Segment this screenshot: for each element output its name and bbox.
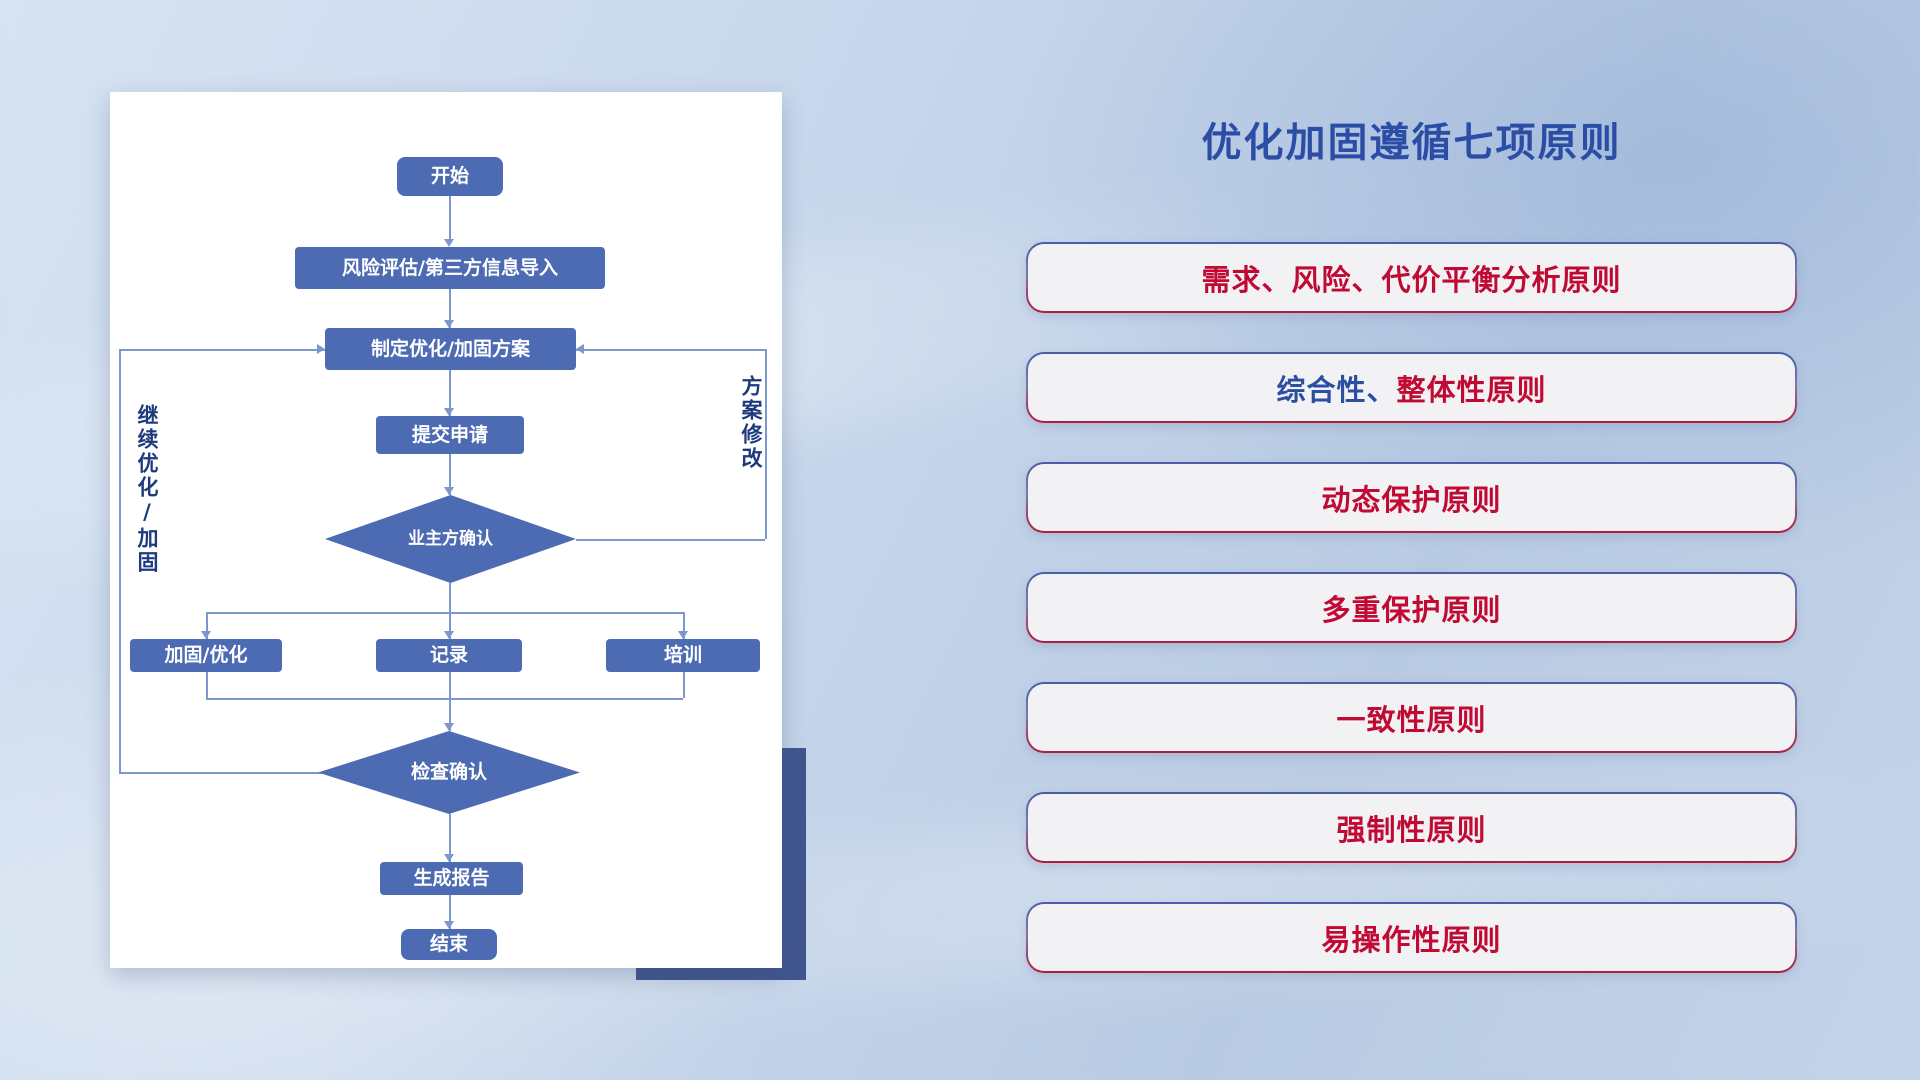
principle-text: 易操作性原则: [1321, 922, 1502, 957]
connector-line: [206, 698, 683, 700]
flow-node-risk-assessment: 风险评估/第三方信息导入: [295, 247, 605, 289]
flowchart-card: 开始 风险评估/第三方信息导入 制定优化/加固方案 提交申请 业主方确认 加固/…: [110, 92, 782, 968]
connector-line: [449, 196, 451, 241]
flow-node-training: 培训: [606, 639, 760, 672]
connector-line: [449, 370, 451, 416]
flow-node-label: 加固/优化: [164, 644, 248, 666]
connector-line: [683, 672, 685, 698]
principle-box: 一致性原则: [1026, 682, 1797, 753]
flow-node-label: 培训: [663, 644, 702, 666]
flow-node-make-plan: 制定优化/加固方案: [325, 328, 576, 370]
principle-text: 强制性原则: [1336, 812, 1487, 847]
flow-node-end: 结束: [401, 929, 497, 960]
principle-box: 需求、风险、代价平衡分析原则: [1026, 242, 1797, 313]
flow-node-label: 检查确认: [410, 761, 487, 783]
flow-node-label: 业主方确认: [408, 528, 493, 549]
principle-text: 整体性原则: [1396, 372, 1547, 407]
connector-line: [449, 583, 451, 612]
principle-text: 需求、风险、代价平衡分析原则: [1201, 262, 1622, 297]
connector-line: [449, 612, 451, 639]
flow-node-owner-confirm: 业主方确认: [325, 495, 576, 583]
principle-box: 综合性、整体性原则: [1026, 352, 1797, 423]
connector-line: [206, 612, 208, 639]
principle-box: 强制性原则: [1026, 792, 1797, 863]
connector-line: [449, 698, 451, 731]
arrow-down-icon: [444, 854, 454, 862]
connector-line: [576, 349, 765, 351]
flow-node-label: 开始: [430, 165, 469, 187]
arrow-down-icon: [444, 408, 454, 416]
arrow-down-icon: [444, 921, 454, 929]
left-loop-label: 继续优化/加固: [135, 404, 159, 575]
connector-line: [206, 612, 683, 614]
connector-line: [449, 672, 451, 698]
connector-line: [119, 349, 121, 772]
connector-line: [206, 672, 208, 698]
arrow-down-icon: [444, 320, 454, 328]
connector-line: [449, 289, 451, 328]
connector-line: [683, 612, 685, 639]
arrow-right-icon: [317, 344, 325, 354]
connector-line: [449, 814, 451, 862]
arrow-down-icon: [444, 723, 454, 731]
connector-line: [119, 772, 322, 774]
principle-text: 多重保护原则: [1321, 592, 1502, 627]
flow-node-generate-report: 生成报告: [380, 862, 523, 895]
flow-node-start: 开始: [397, 157, 503, 196]
right-loop-label: 方案修改: [739, 375, 763, 471]
flow-node-label: 风险评估/第三方信息导入: [342, 256, 558, 279]
flow-node-check-confirm: 检查确认: [318, 731, 580, 814]
connector-line: [119, 349, 325, 351]
principle-box: 多重保护原则: [1026, 572, 1797, 643]
flow-node-reinforce-optimize: 加固/优化: [130, 639, 282, 672]
arrow-left-icon: [576, 344, 584, 354]
arrow-down-icon: [444, 239, 454, 247]
arrow-down-icon: [201, 631, 211, 639]
flow-node-submit-request: 提交申请: [376, 416, 524, 454]
flow-node-record: 记录: [376, 639, 522, 672]
arrow-down-icon: [678, 631, 688, 639]
principle-text: 一致性原则: [1336, 702, 1487, 737]
connector-line: [576, 539, 765, 541]
connector-line: [449, 454, 451, 495]
flow-node-label: 结束: [429, 933, 468, 955]
principle-text: 综合性、: [1276, 372, 1397, 407]
arrow-down-icon: [444, 631, 454, 639]
principle-box: 易操作性原则: [1026, 902, 1797, 973]
flow-node-label: 制定优化/加固方案: [371, 337, 530, 360]
principle-text: 动态保护原则: [1321, 482, 1502, 517]
flow-node-label: 生成报告: [413, 867, 490, 889]
page-title: 优化加固遵循七项原则: [1201, 120, 1622, 166]
flow-node-label: 记录: [429, 644, 468, 666]
arrow-down-icon: [444, 487, 454, 495]
principle-box: 动态保护原则: [1026, 462, 1797, 533]
flow-node-label: 提交申请: [411, 423, 488, 446]
connector-line: [449, 895, 451, 929]
connector-line: [765, 349, 767, 539]
principles-list: 需求、风险、代价平衡分析原则 综合性、整体性原则 动态保护原则 多重保护原则 一…: [1026, 242, 1797, 1012]
